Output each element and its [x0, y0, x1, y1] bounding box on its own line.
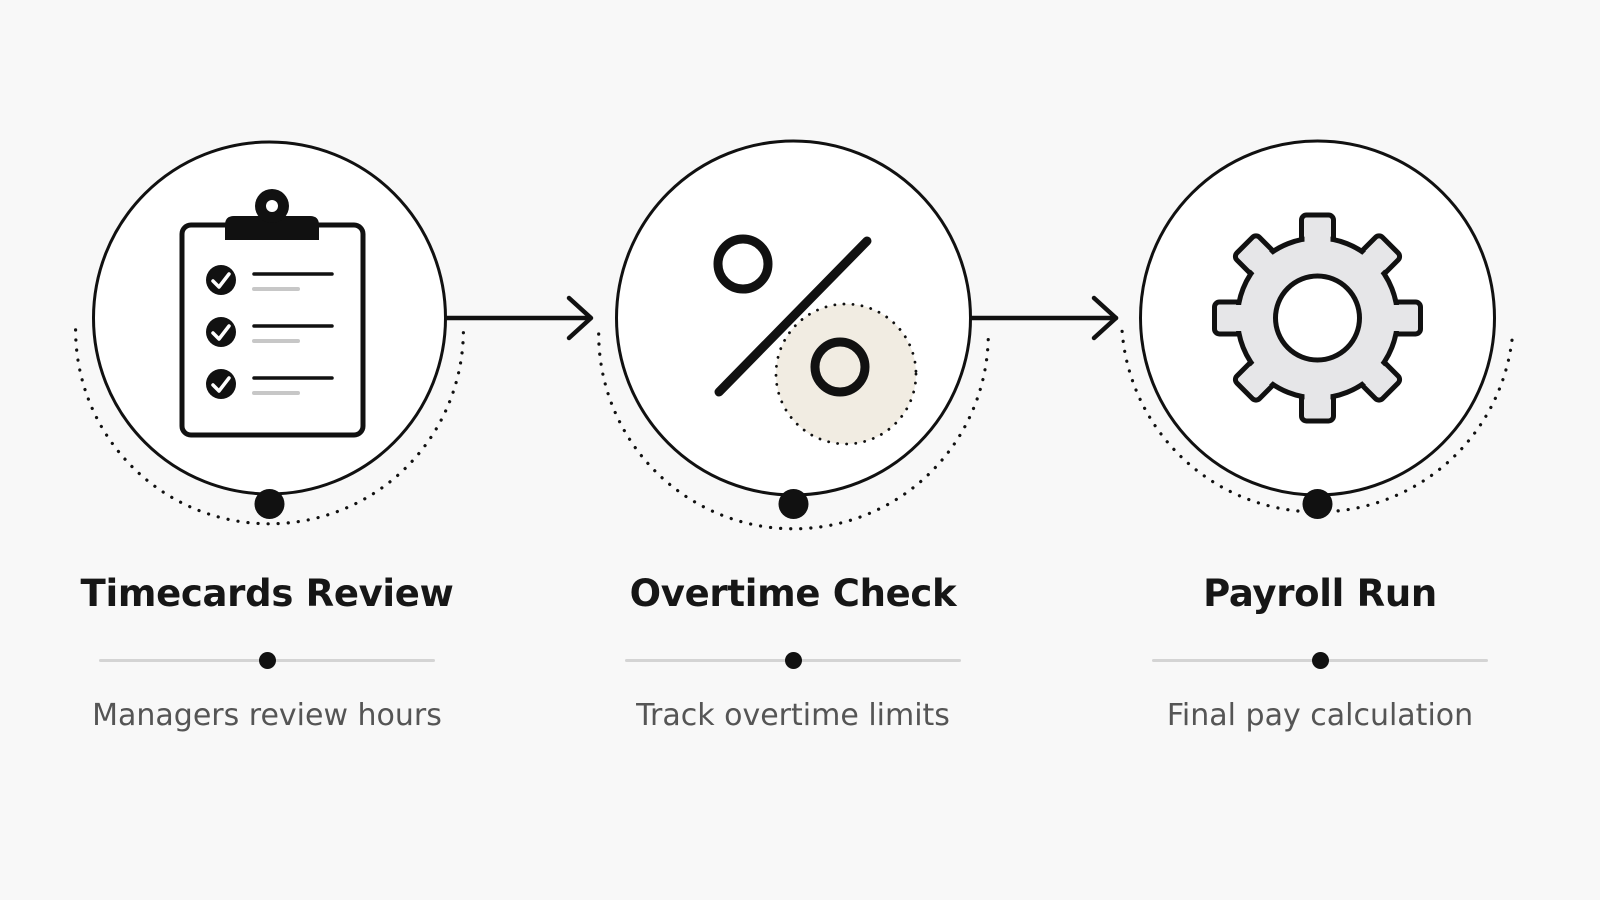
- checkmark-icon: [206, 369, 236, 399]
- separator-dot: [1312, 652, 1329, 669]
- step-marker-dot: [1302, 489, 1333, 519]
- step-marker-dot: [254, 489, 285, 519]
- step-title: Overtime Check: [629, 572, 957, 615]
- clipboard-checklist-icon: [179, 189, 366, 438]
- step-node-payroll-run: [1120, 139, 1515, 519]
- checkmark-icon: [206, 265, 236, 295]
- step-node-timecards-review: [74, 140, 465, 526]
- step-separator: [593, 648, 993, 672]
- step-title: Payroll Run: [1203, 572, 1437, 615]
- arrow-right-icon: [969, 295, 1119, 341]
- highlight-blob: [776, 304, 916, 444]
- highlight-dotted-ring: [774, 302, 918, 446]
- separator-dot: [785, 652, 802, 669]
- step-separator: [67, 648, 467, 672]
- separator-dot: [259, 652, 276, 669]
- gear-icon: [1212, 212, 1423, 424]
- dotted-arc: [74, 328, 465, 526]
- step-text-payroll-run: Payroll Run Final pay calculation: [1120, 570, 1520, 734]
- step-marker-dot: [778, 489, 809, 519]
- step-description: Track overtime limits: [636, 698, 950, 733]
- checkmark-icon: [206, 317, 236, 347]
- step-description: Final pay calculation: [1166, 698, 1474, 733]
- arrow-right-icon: [444, 295, 594, 341]
- step-node-overtime-check: [597, 139, 990, 531]
- percent-icon: [713, 234, 918, 446]
- step-text-timecards-review: Timecards Review Managers review hours: [67, 570, 467, 734]
- step-title: Timecards Review: [80, 572, 454, 615]
- step-text-overtime-check: Overtime Check Track overtime limits: [593, 570, 993, 734]
- step-separator: [1120, 648, 1520, 672]
- step-description: Managers review hours: [92, 698, 442, 733]
